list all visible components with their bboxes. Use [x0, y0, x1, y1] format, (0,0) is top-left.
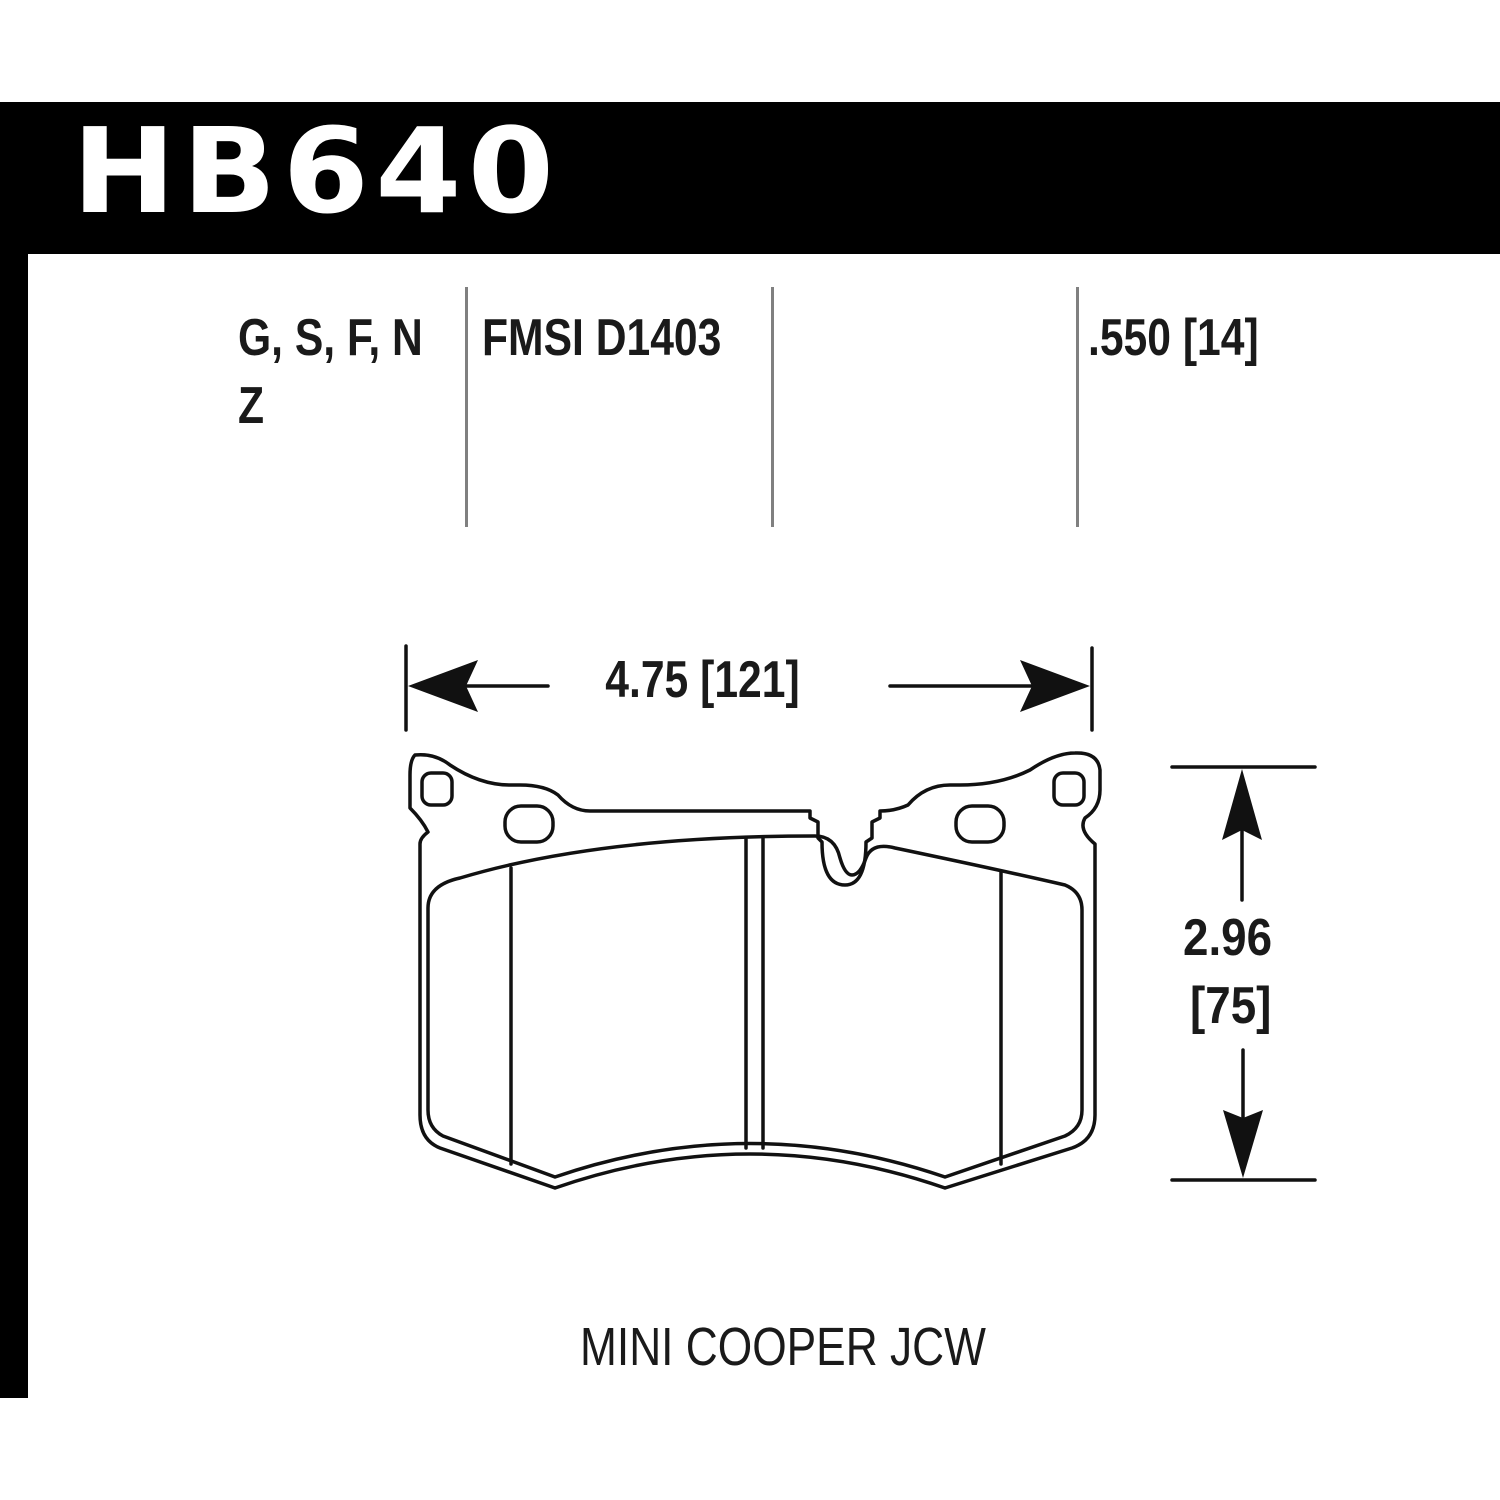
mounting-hole-right-inner — [954, 804, 1006, 844]
height-dimension-mm: [75] — [1190, 977, 1272, 1035]
left-border-bar — [0, 102, 28, 1398]
vehicle-application: MINI COOPER JCW — [580, 1317, 986, 1377]
height-dimension-line — [1170, 765, 1317, 1182]
mounting-hole-right-outer — [1052, 771, 1086, 807]
friction-material-outline — [426, 834, 1084, 1179]
fmsi-number: FMSI D1403 — [482, 309, 722, 367]
compound-codes-line2: Z — [238, 377, 265, 435]
arrow-left-icon — [408, 660, 478, 712]
column-divider-3 — [1076, 287, 1079, 527]
mounting-hole-left-inner — [503, 804, 555, 844]
arrow-down-icon — [1223, 1110, 1263, 1178]
mounting-hole-left-outer — [420, 771, 454, 807]
backing-plate-outline — [408, 751, 1102, 1190]
compound-codes: G, S, F, N — [238, 309, 423, 367]
part-number-title: HB640 — [72, 102, 561, 240]
pad-thickness: .550 [14] — [1088, 309, 1259, 367]
arrow-up-icon — [1222, 769, 1262, 840]
height-dimension-inches: 2.96 — [1183, 909, 1273, 967]
width-dimension-label: 4.75 [121] — [602, 654, 803, 706]
column-divider-1 — [465, 287, 468, 527]
column-divider-2 — [771, 287, 774, 527]
arrow-right-icon — [1020, 660, 1090, 712]
header-bar — [0, 102, 1500, 254]
